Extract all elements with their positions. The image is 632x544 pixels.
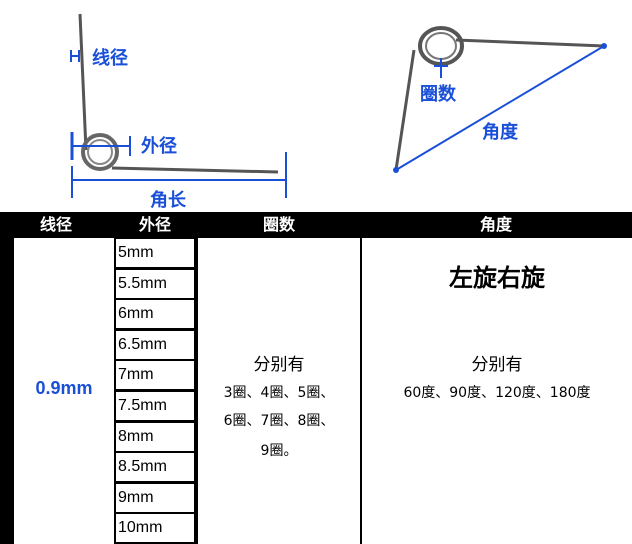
coils-label: 圈数 — [420, 84, 456, 105]
outer-diameter-row: 7mm — [116, 361, 194, 390]
angle-title: 左旋右旋 — [449, 264, 545, 292]
leg-length-label: 角长 — [150, 190, 186, 211]
spec-table: 线径 外径 圈数 角度 0.9mm 分别有 3圈、4圈、5圈、 6圈、7圈、8圈… — [0, 212, 632, 544]
angle-marker-line — [395, 45, 605, 171]
header-angle: 角度 — [479, 215, 512, 234]
coils-line-1: 3圈、4圈、5圈、 — [223, 385, 335, 401]
left-spring-coil — [81, 133, 119, 171]
header-wire-diameter: 线径 — [39, 215, 72, 234]
outer-diameter-row: 5mm — [116, 239, 194, 267]
right-spring-left-leg — [394, 49, 416, 171]
angle-cell: 左旋右旋 分别有 60度、90度、120度、180度 — [362, 238, 632, 544]
outer-diameter-row: 10mm — [116, 514, 194, 543]
header-outer-diameter: 外径 — [138, 215, 171, 234]
coils-line-3: 9圈。 — [260, 443, 298, 459]
wire-diameter-value: 0.9mm — [35, 378, 93, 398]
outer-diameter-row: 6mm — [116, 300, 194, 329]
coils-cell: 分别有 3圈、4圈、5圈、 6圈、7圈、8圈、 9圈。 — [198, 238, 360, 544]
wire-diameter-label: 线径 — [92, 48, 128, 69]
outer-diameter-row: 6.5mm — [116, 330, 194, 359]
outer-diameter-row: 8mm — [116, 422, 194, 451]
outer-diameter-row: 8.5mm — [116, 453, 194, 482]
outer-diameter-row: 5.5mm — [116, 269, 194, 298]
outer-diameter-row: 7.5mm — [116, 392, 194, 420]
header-coils: 圈数 — [262, 215, 295, 234]
spring-diagram — [70, 13, 607, 198]
left-spring-coil-inner — [87, 139, 113, 165]
angle-values: 60度、90度、120度、180度 — [403, 385, 591, 401]
left-spring-horizontal-leg — [111, 166, 279, 174]
angle-lead: 分别有 — [471, 355, 523, 375]
wire-diameter-cell: 0.9mm — [14, 238, 114, 544]
coils-line-2: 6圈、7圈、8圈、 — [223, 413, 335, 429]
right-spring-right-leg — [455, 38, 605, 48]
left-spring-vertical-leg — [78, 13, 88, 151]
outer-diameter-label: 外径 — [141, 136, 177, 157]
coils-lead: 分别有 — [253, 355, 305, 375]
outer-diameter-row: 9mm — [116, 483, 194, 512]
angle-label: 角度 — [482, 122, 518, 143]
